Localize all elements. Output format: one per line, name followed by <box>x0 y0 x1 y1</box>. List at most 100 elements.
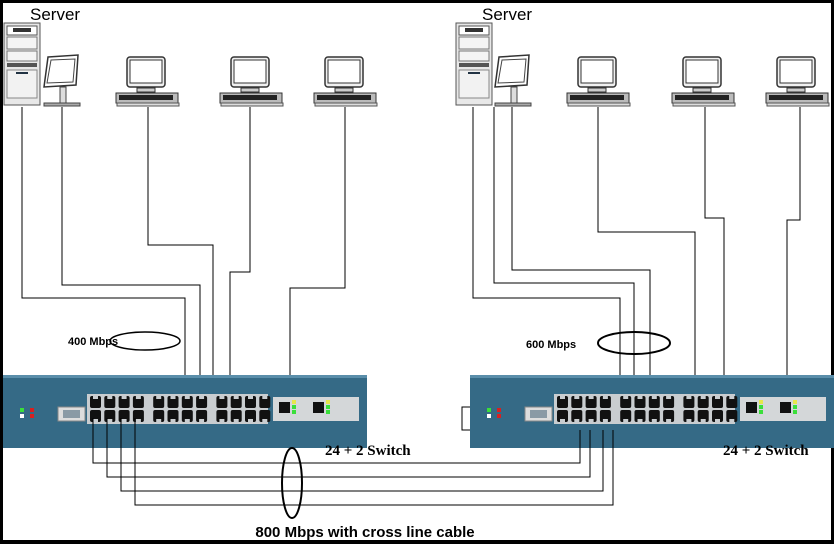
ethernet-port-notch <box>666 396 672 399</box>
ethernet-port-notch <box>156 419 162 422</box>
switch-top-edge <box>3 375 367 378</box>
switch-top-edge <box>470 375 834 378</box>
ethernet-port <box>259 396 271 408</box>
ethernet-port <box>181 410 193 422</box>
ethernet-port-notch <box>602 396 608 399</box>
link-led <box>793 400 797 404</box>
ethernet-port-notch <box>560 419 565 422</box>
ethernet-port <box>153 396 165 408</box>
cable <box>493 107 635 376</box>
ethernet-port <box>132 410 144 422</box>
link-led <box>292 400 296 404</box>
ethernet-port <box>620 396 632 408</box>
interconnect-label: 800 Mbps with cross line cable <box>255 524 474 541</box>
ethernet-port <box>683 396 695 408</box>
ethernet-port <box>599 396 611 408</box>
ethernet-port-notch <box>121 396 127 399</box>
ethernet-port <box>104 396 116 408</box>
ethernet-port <box>557 410 568 422</box>
ethernet-port <box>571 410 583 422</box>
link-led <box>793 410 797 414</box>
cable <box>472 107 621 376</box>
power-led <box>487 408 491 412</box>
ethernet-port-notch <box>184 419 190 422</box>
ethernet-port <box>634 396 646 408</box>
ethernet-port-notch <box>700 396 706 399</box>
power-led <box>20 408 24 412</box>
ethernet-port-notch <box>93 396 98 399</box>
ethernet-port <box>245 410 256 422</box>
ethernet-port <box>557 396 568 408</box>
ethernet-port <box>216 396 228 408</box>
ethernet-port-notch <box>219 419 225 422</box>
uplink-port <box>746 402 757 413</box>
ethernet-port <box>585 410 597 422</box>
ethernet-port-notch <box>170 396 176 399</box>
ethernet-port-notch <box>588 396 594 399</box>
ethernet-port-notch <box>686 419 692 422</box>
ethernet-port-notch <box>623 419 629 422</box>
ethernet-port-notch <box>602 419 608 422</box>
cross-cable <box>120 418 604 492</box>
console-port-connector <box>530 410 547 418</box>
uplink-port <box>780 402 791 413</box>
left-server-label: Server <box>30 5 80 24</box>
ethernet-port <box>697 396 709 408</box>
right-server-tower-icon <box>455 22 493 106</box>
ethernet-port-notch <box>248 419 253 422</box>
ethernet-port-notch <box>651 396 657 399</box>
link-led <box>326 405 330 409</box>
fault-led <box>497 408 501 412</box>
uplink-port <box>279 402 290 413</box>
ethernet-port-notch <box>560 396 565 399</box>
cable <box>461 406 470 431</box>
ethernet-port <box>585 396 597 408</box>
ethernet-port <box>571 396 583 408</box>
ethernet-port-notch <box>107 396 113 399</box>
ethernet-port-notch <box>715 396 720 399</box>
bandwidth-group-ellipse <box>109 331 181 351</box>
cross-cable <box>134 418 614 506</box>
link-led <box>292 405 296 409</box>
ethernet-port-notch <box>233 396 239 399</box>
cross-cable <box>106 418 591 478</box>
ethernet-port-notch <box>666 419 672 422</box>
ethernet-port-notch <box>686 396 692 399</box>
link-led <box>759 405 763 409</box>
ethernet-port <box>90 396 101 408</box>
cable <box>704 107 725 400</box>
ethernet-port-notch <box>199 396 205 399</box>
ethernet-port-notch <box>700 419 706 422</box>
ethernet-port <box>167 410 179 422</box>
ethernet-port-notch <box>715 419 720 422</box>
ethernet-port <box>712 396 723 408</box>
ethernet-port-notch <box>135 396 141 399</box>
ethernet-port-notch <box>219 396 225 399</box>
ethernet-port-notch <box>93 419 98 422</box>
ethernet-port <box>216 410 228 422</box>
power-led <box>20 414 24 418</box>
link-led <box>326 400 330 404</box>
left-cables <box>21 107 346 400</box>
left-server-tower-icon <box>3 22 41 106</box>
cable <box>21 107 186 376</box>
left-bandwidth-label: 400 Mbps <box>68 336 118 348</box>
ethernet-port-notch <box>729 396 735 399</box>
ethernet-port <box>634 410 646 422</box>
ethernet-port-notch <box>135 419 141 422</box>
ethernet-port <box>259 410 271 422</box>
ethernet-port-notch <box>651 419 657 422</box>
fault-led <box>30 414 34 418</box>
left-switch <box>3 375 367 448</box>
link-led <box>759 410 763 414</box>
cross-cable <box>92 418 581 464</box>
right-network: Server 600 Mbps 24 + 2 Switch <box>455 5 834 459</box>
ethernet-port-notch <box>262 419 268 422</box>
ethernet-port <box>683 410 695 422</box>
ethernet-port <box>181 396 193 408</box>
cable <box>289 107 346 400</box>
ethernet-port-notch <box>156 396 162 399</box>
ethernet-port-notch <box>637 419 643 422</box>
ethernet-port <box>118 396 130 408</box>
